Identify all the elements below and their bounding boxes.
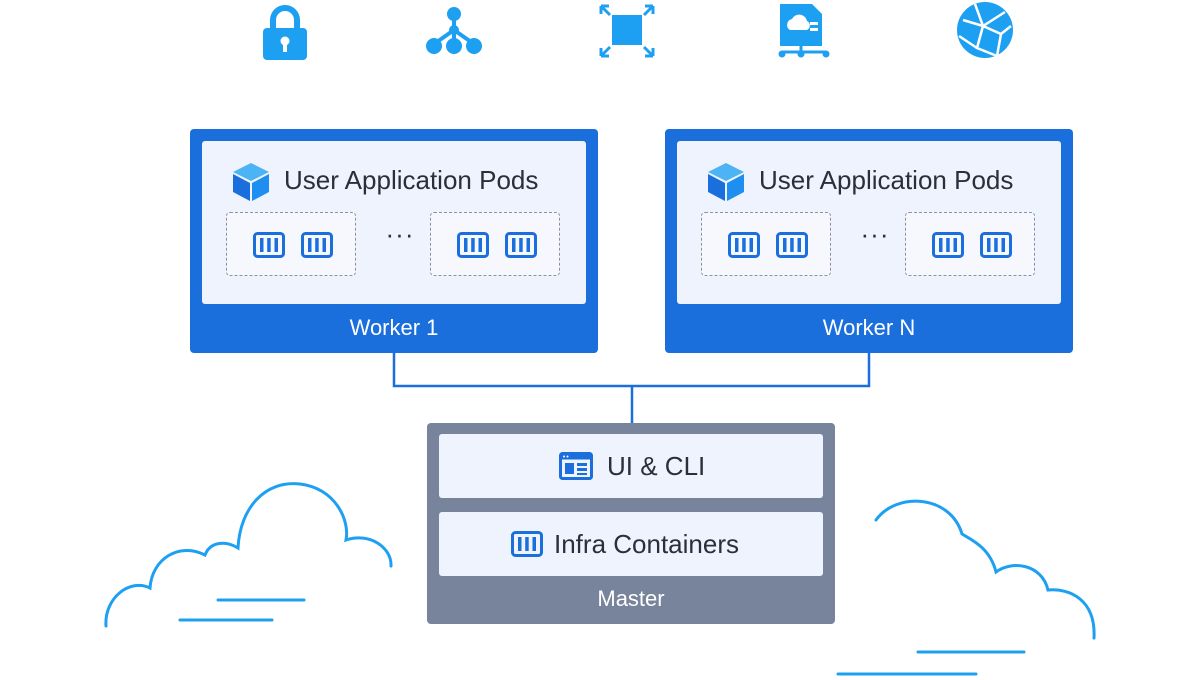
container-icon — [511, 531, 543, 557]
cloud-left-icon — [104, 482, 393, 628]
lock-icon — [263, 5, 307, 60]
container-icon — [457, 232, 489, 258]
container-icon — [505, 232, 537, 258]
more-pods-ellipsis: ··· — [385, 219, 415, 249]
cube-icon — [233, 163, 269, 201]
pod-group — [226, 212, 356, 276]
network-nodes-icon — [426, 7, 482, 54]
ui-cli-panel: UI & CLI — [439, 434, 823, 498]
container-icon — [776, 232, 808, 258]
worker-1-node: User Application Pods ··· Worker 1 — [190, 129, 598, 353]
cloud-right-icon — [836, 499, 1096, 676]
container-icon — [728, 232, 760, 258]
master-label: Master — [597, 586, 665, 611]
infra-containers-label: Infra Containers — [554, 529, 739, 559]
user-pods-panel: User Application Pods ··· — [202, 141, 586, 304]
pod-group — [701, 212, 831, 276]
ui-cli-label: UI & CLI — [607, 451, 706, 481]
worker-label: Worker N — [822, 315, 916, 340]
pod-group — [905, 212, 1035, 276]
master-node: UI & CLI Infra Containers Master — [427, 423, 835, 624]
container-icon — [932, 232, 964, 258]
container-icon — [980, 232, 1012, 258]
cloud-storage-icon — [778, 4, 830, 58]
more-pods-ellipsis: ··· — [860, 219, 890, 249]
infra-containers-panel: Infra Containers — [439, 512, 823, 576]
pods-title: User Application Pods — [284, 165, 539, 195]
container-icon — [301, 232, 333, 258]
user-pods-panel: User Application Pods ··· — [677, 141, 1061, 304]
container-icon — [253, 232, 285, 258]
scale-expand-icon — [599, 4, 655, 58]
pod-group — [430, 212, 560, 276]
pods-title: User Application Pods — [759, 165, 1014, 195]
globe-icon — [957, 2, 1013, 58]
browser-window-icon — [559, 452, 593, 480]
worker-n-node: User Application Pods ··· Worker N — [665, 129, 1073, 353]
cube-icon — [708, 163, 744, 201]
worker-label: Worker 1 — [349, 315, 439, 340]
